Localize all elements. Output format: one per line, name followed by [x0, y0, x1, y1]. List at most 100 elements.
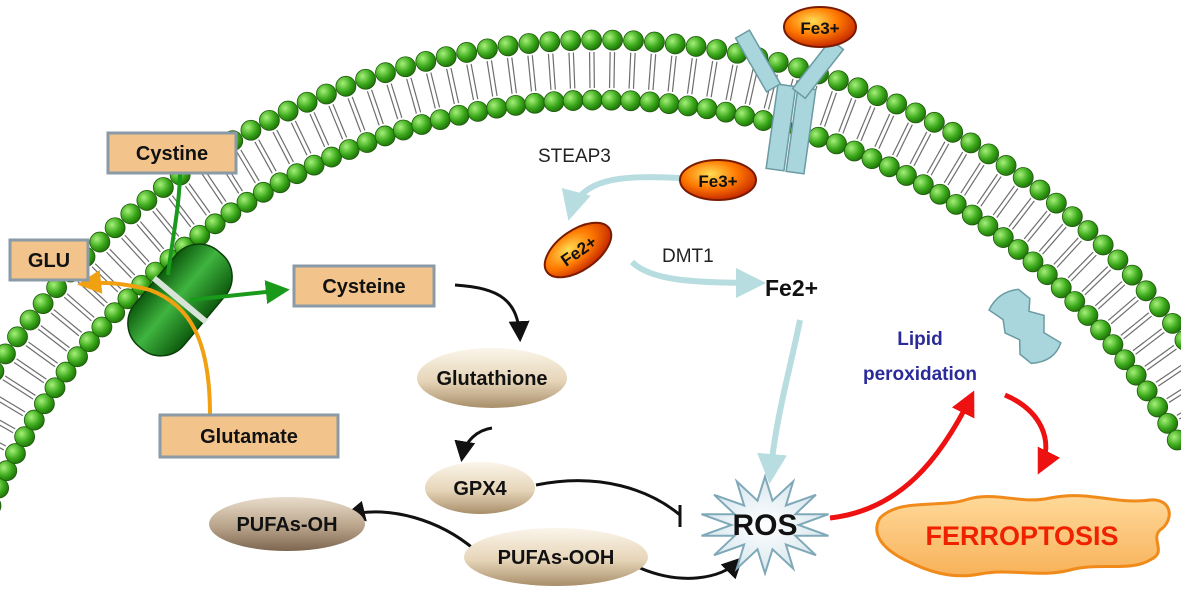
- lipid-head: [19, 309, 41, 331]
- lipid-head: [476, 38, 498, 60]
- lipid-tail: [1134, 312, 1150, 325]
- ferroptosis-label: FERROPTOSIS: [925, 521, 1118, 551]
- lipid-tail: [2, 379, 19, 390]
- lipid-tail: [106, 251, 120, 266]
- lipid-tail: [976, 188, 988, 205]
- lipid-tail: [921, 133, 932, 151]
- lipid-head: [581, 29, 603, 51]
- lipid-head: [395, 56, 416, 78]
- lipid-tail: [744, 86, 750, 105]
- lipid-head: [886, 93, 908, 115]
- lipid-tail: [91, 266, 106, 280]
- lipid-tail: [1161, 348, 1177, 360]
- lipid-tail: [249, 165, 260, 182]
- lipid-tail: [28, 341, 44, 354]
- lipid-tail: [947, 169, 958, 186]
- lipid-tail: [713, 61, 718, 80]
- lipid-tail: [1132, 339, 1148, 352]
- lipid-tail: [709, 60, 714, 79]
- lipid-tail: [1027, 227, 1040, 243]
- lipid-tail: [90, 293, 105, 307]
- lipid-tail: [553, 71, 556, 90]
- lipid-tail: [415, 94, 422, 113]
- lipid-tail: [992, 200, 1005, 216]
- lipid-tail: [188, 183, 200, 199]
- lipid-tail: [1035, 210, 1048, 226]
- lipid-tail: [298, 138, 308, 156]
- lipid-head: [1090, 319, 1112, 341]
- lipid-head: [658, 93, 680, 115]
- lipid-tail: [0, 396, 10, 404]
- ferroptosis-shape: FERROPTOSIS: [875, 494, 1171, 578]
- lipid-tail: [652, 72, 655, 91]
- lipid-tail: [332, 104, 341, 122]
- lipid-tail: [1124, 299, 1139, 313]
- lipid-head: [601, 89, 622, 111]
- lipid-tail: [406, 78, 413, 97]
- lipid-tail: [1121, 296, 1136, 310]
- black-pathway-arrows: [343, 283, 743, 580]
- lipid-tail: [899, 122, 909, 140]
- lipid-tail: [371, 89, 379, 108]
- lipid-tail: [53, 309, 69, 322]
- lipid-tail: [960, 177, 972, 194]
- lipid-tail: [647, 71, 651, 90]
- lipid-tail: [430, 72, 436, 91]
- lipid-tail: [506, 57, 511, 77]
- lipid-tail: [1022, 200, 1035, 216]
- lipid-head: [505, 94, 527, 116]
- lipid-head: [543, 91, 565, 113]
- lipid-tail: [669, 55, 673, 74]
- cysteine-label: Cysteine: [322, 276, 405, 298]
- lipid-head: [89, 231, 111, 253]
- lipid-head: [1061, 206, 1083, 228]
- lipid-tail: [842, 116, 850, 134]
- lipid-head: [486, 97, 508, 119]
- lipid-head: [1036, 264, 1058, 286]
- cystine-glutamate-transporter: [127, 243, 233, 357]
- lipid-tail: [179, 212, 192, 228]
- lipid-head: [942, 121, 964, 143]
- lipid-tail: [1170, 364, 1181, 373]
- lipid-tail: [136, 224, 150, 239]
- lipid-tail: [290, 122, 300, 140]
- lipid-tail: [184, 185, 197, 202]
- lipid-tail: [903, 124, 913, 142]
- lipid-head: [1147, 396, 1169, 418]
- lipid-tail: [25, 345, 41, 357]
- lipid-tail: [328, 105, 337, 123]
- lipid-tail: [320, 128, 330, 146]
- lipid-head: [664, 33, 686, 55]
- lipid-tail: [533, 73, 537, 92]
- lipid-head: [1121, 264, 1143, 286]
- lipid-tail: [215, 186, 227, 202]
- lipid-head: [497, 35, 519, 57]
- lipid-tail: [347, 98, 355, 116]
- lipid-head: [867, 85, 888, 107]
- lipid-head: [1107, 249, 1129, 271]
- lipid-head: [896, 165, 917, 186]
- lipid-head: [518, 33, 540, 54]
- lipid-head: [539, 31, 561, 53]
- lipid-tail: [1067, 264, 1082, 279]
- lipid-head: [1102, 334, 1124, 356]
- lipid-tail: [493, 78, 498, 97]
- lipid-head: [1092, 234, 1114, 256]
- lipid-tail: [1158, 344, 1175, 357]
- lipid-head: [316, 83, 337, 105]
- lipid-tail: [725, 82, 731, 101]
- lipid-head: [912, 174, 934, 196]
- lipid-tail: [838, 114, 846, 133]
- lipid-head: [1149, 296, 1170, 318]
- lipid-tail: [1094, 266, 1109, 280]
- lipid-tail: [66, 293, 82, 307]
- lipid-tail: [1084, 281, 1099, 296]
- lipid-tail: [40, 325, 56, 338]
- lipid-tail: [1144, 355, 1160, 367]
- lipid-tail: [885, 115, 895, 133]
- lipid-head: [639, 91, 661, 113]
- lipid-tail: [547, 53, 551, 72]
- lipid-head: [1012, 167, 1034, 188]
- lipid-tail: [917, 131, 928, 149]
